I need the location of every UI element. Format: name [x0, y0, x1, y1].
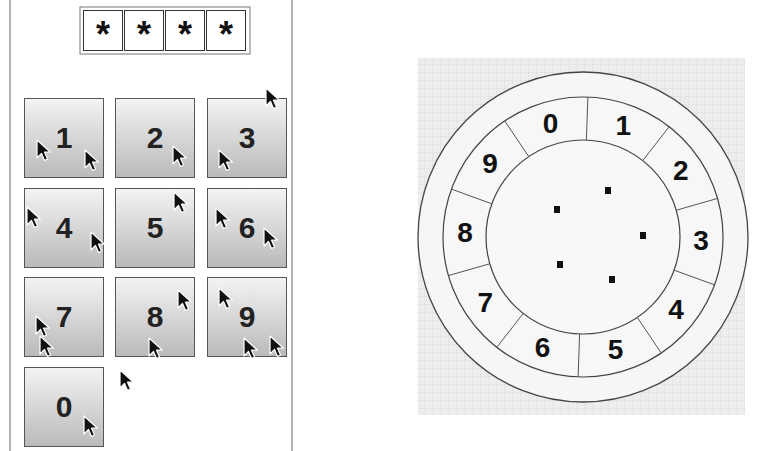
- box-fill: [115, 188, 195, 268]
- key-digit: 7: [56, 302, 73, 332]
- panel-border: [9, 0, 11, 451]
- key-digit: 5: [147, 213, 164, 243]
- masked-digit: *: [219, 17, 233, 53]
- masked-digit: *: [137, 17, 151, 53]
- box-fill: [24, 367, 104, 447]
- key-backgrounds: [24, 10, 287, 447]
- masked-digit: *: [96, 17, 110, 53]
- dial-digit: 9: [482, 150, 498, 178]
- key-digit: 3: [239, 123, 256, 153]
- box-fill: [24, 277, 104, 357]
- dial-ring: [443, 97, 723, 377]
- pin-field: [80, 7, 250, 54]
- ring-dividers: [448, 97, 717, 377]
- dial-digit: 1: [616, 112, 632, 140]
- dial-digit: 0: [543, 110, 559, 138]
- box-fill: [24, 188, 104, 268]
- dial-digit: 6: [535, 334, 551, 362]
- keypad-button: 2: [115, 98, 195, 178]
- box-fill: [207, 98, 287, 178]
- key-digit: 2: [147, 123, 164, 153]
- panel-border: [291, 0, 293, 451]
- dial-inner-circle: [486, 140, 680, 334]
- key-digit: 8: [147, 302, 164, 332]
- box-fill: [207, 188, 287, 268]
- dial-digit: 2: [673, 157, 689, 185]
- dial-dots: [554, 187, 646, 283]
- pin-digit-box: *: [124, 10, 164, 51]
- key-digit: 9: [239, 302, 256, 332]
- key-digit: 0: [56, 392, 73, 422]
- key-digit: 6: [239, 213, 256, 243]
- dial-digit: 5: [608, 336, 624, 364]
- dial-digit: 4: [668, 296, 684, 324]
- dial-digit: 8: [457, 219, 473, 247]
- dial-outer-circle: [418, 72, 748, 402]
- masked-digit: *: [178, 17, 192, 53]
- keypad-button: 6: [207, 188, 287, 268]
- dial-digit: 3: [693, 227, 709, 255]
- box-fill: [24, 98, 104, 178]
- keypad-button: 4: [24, 188, 104, 268]
- pin-digit-box: *: [83, 10, 123, 51]
- pin-digit-box: *: [206, 10, 246, 51]
- dial-digit: 7: [477, 289, 493, 317]
- box-fill: [115, 98, 195, 178]
- key-digit: 1: [56, 123, 73, 153]
- photo-background: [418, 58, 745, 415]
- key-digit: 4: [56, 213, 73, 243]
- pin-digit-box: *: [165, 10, 205, 51]
